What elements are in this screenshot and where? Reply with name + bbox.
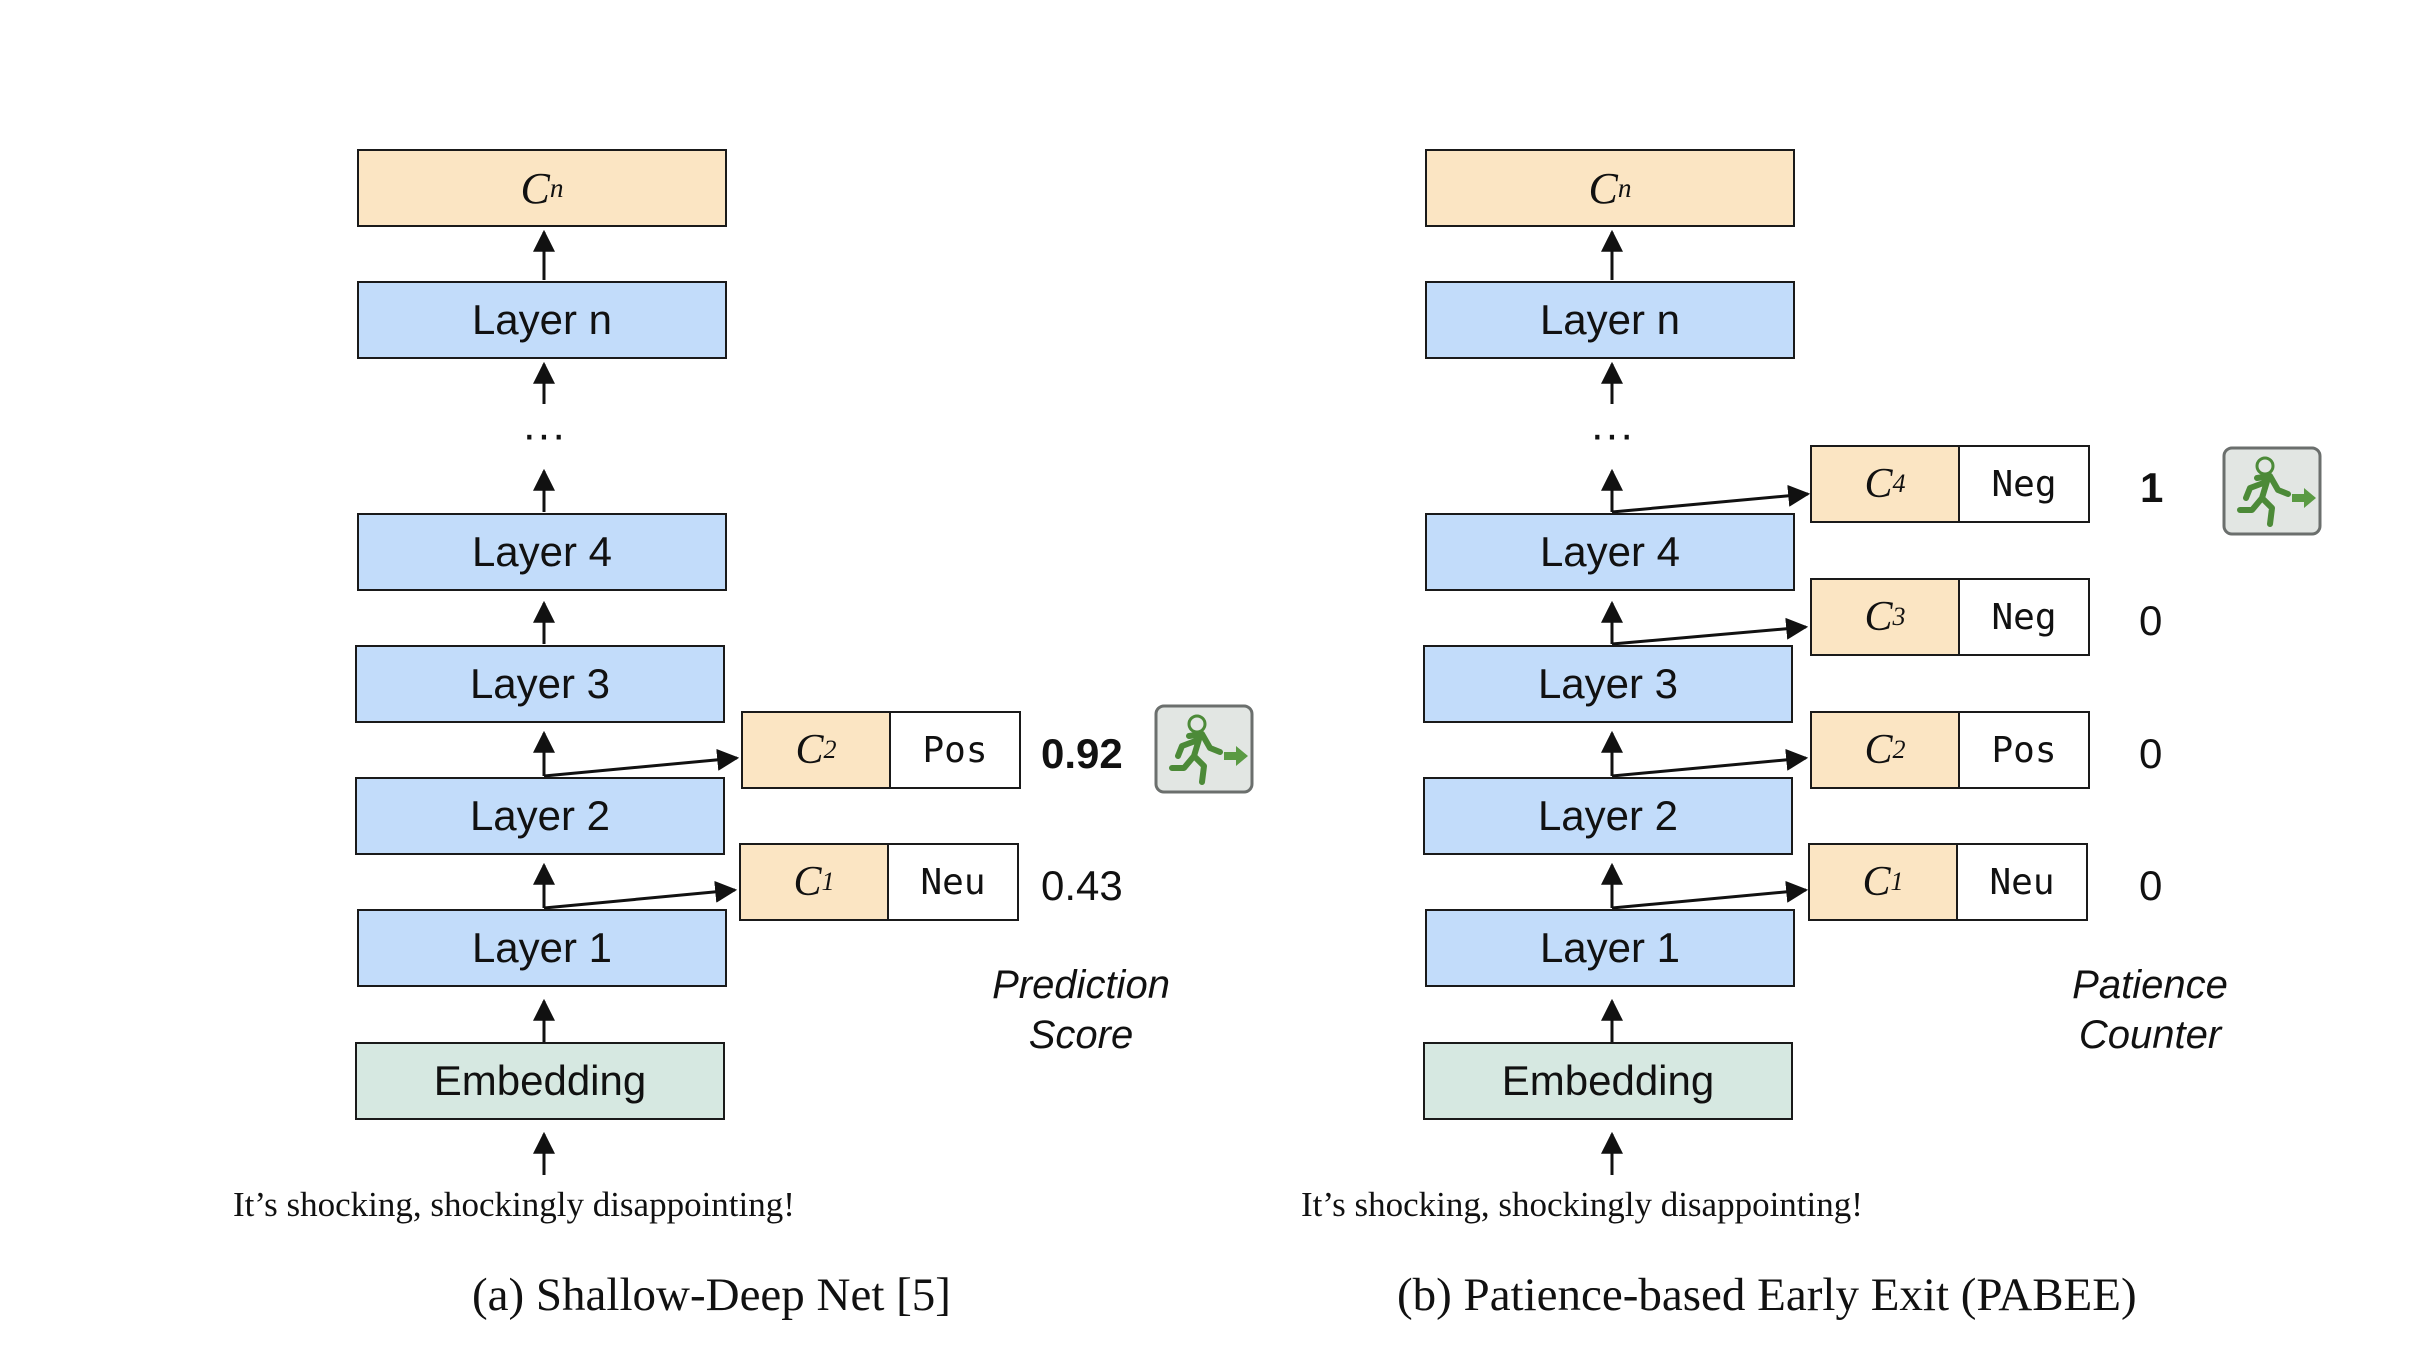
panel-b-counter-c1: 0 <box>2139 862 2163 909</box>
panel-b-prediction-c4: Neg <box>1960 445 2090 523</box>
panel-b-caption: (b) Patience-based Early Exit (PABEE) <box>1397 1269 2137 1321</box>
panel-a-layer-2: Layer 2 <box>355 777 725 855</box>
classifier-letter: C <box>1862 859 1891 905</box>
classifier-letter: C <box>1864 727 1893 773</box>
classifier-subscript: 2 <box>823 735 837 764</box>
layer-label: Layer 1 <box>1539 924 1681 971</box>
panel-a-prediction-c2: Pos <box>891 711 1021 789</box>
layer-label: Layer n <box>471 296 613 343</box>
classifier-subscript: 2 <box>1892 735 1906 764</box>
panel-b-layer-4: Layer 4 <box>1425 513 1795 591</box>
panel-b-layer-2: Layer 2 <box>1423 777 1793 855</box>
exit-sign-icon <box>2222 446 2322 536</box>
panel-a-layer-4: Layer 4 <box>357 513 727 591</box>
layer-label: Layer 4 <box>471 528 613 575</box>
layer-label: Layer 3 <box>1537 660 1679 707</box>
panel-a-caption: (a) Shallow-Deep Net [5] <box>472 1269 951 1321</box>
classifier-letter: C <box>1864 594 1893 640</box>
layer-label: Layer 2 <box>469 792 611 839</box>
panel-a-input-sentence: It’s shocking, shockingly disappointing! <box>233 1185 795 1224</box>
panel-b-counter-c3: 0 <box>2139 597 2163 644</box>
panel-a-layer-n: Layer n <box>357 281 727 359</box>
classifier-letter: C <box>793 859 822 905</box>
panel-b-ellipsis: ··· <box>1590 410 1634 459</box>
panel-b-prediction-c1: Neu <box>1958 843 2088 921</box>
layer-label: Layer 3 <box>469 660 611 707</box>
classifier-letter: C <box>1588 163 1618 213</box>
layer-label: Layer n <box>1539 296 1681 343</box>
panel-b-arrows <box>1601 229 1811 1175</box>
panel-a-ellipsis: ··· <box>522 410 566 459</box>
classifier-letter: C <box>1864 461 1893 507</box>
panel-a-side-label: Prediction Score <box>951 960 1211 1060</box>
layer-label: Layer 1 <box>471 924 613 971</box>
panel-a-embedding: Embedding <box>355 1042 725 1120</box>
panel-b-layer-1: Layer 1 <box>1425 909 1795 987</box>
panel-a-layer-3: Layer 3 <box>355 645 725 723</box>
panel-a-arrows <box>533 229 740 1175</box>
exit-sign-icon <box>1154 704 1254 794</box>
classifier-subscript: n <box>549 172 564 203</box>
embedding-label: Embedding <box>433 1057 647 1104</box>
panel-b-layer-3: Layer 3 <box>1423 645 1793 723</box>
classifier-subscript: n <box>1617 172 1632 203</box>
classifier-letter: C <box>520 163 550 213</box>
panel-a-score-c2: 0.92 <box>1041 730 1123 777</box>
panel-a-prediction-c1: Neu <box>889 843 1019 921</box>
panel-b-input-sentence: It’s shocking, shockingly disappointing! <box>1301 1185 1863 1224</box>
panel-b-prediction-c3: Neg <box>1960 578 2090 656</box>
side-label-line1: Patience <box>2072 963 2228 1007</box>
panel-b-counter-c2: 0 <box>2139 730 2163 777</box>
embedding-label: Embedding <box>1501 1057 1715 1104</box>
classifier-letter: C <box>795 727 824 773</box>
layer-label: Layer 2 <box>1537 792 1679 839</box>
side-label-line2: Counter <box>2078 1013 2222 1057</box>
panel-b-prediction-c2: Pos <box>1960 711 2090 789</box>
panel-a-layer-1: Layer 1 <box>357 909 727 987</box>
layer-label: Layer 4 <box>1539 528 1681 575</box>
panel-b-layer-n: Layer n <box>1425 281 1795 359</box>
classifier-subscript: 1 <box>821 867 835 896</box>
classifier-subscript: 4 <box>1892 469 1906 498</box>
side-label-line2: Score <box>1028 1013 1134 1057</box>
side-label-line1: Prediction <box>992 963 1170 1007</box>
panel-b-embedding: Embedding <box>1423 1042 1793 1120</box>
classifier-subscript: 3 <box>1892 602 1906 631</box>
classifier-subscript: 1 <box>1890 867 1904 896</box>
panel-b-counter-c4: 1 <box>2140 464 2164 511</box>
panel-a-score-c1: 0.43 <box>1041 862 1123 909</box>
panel-b-side-label: Patience Counter <box>2020 960 2280 1060</box>
